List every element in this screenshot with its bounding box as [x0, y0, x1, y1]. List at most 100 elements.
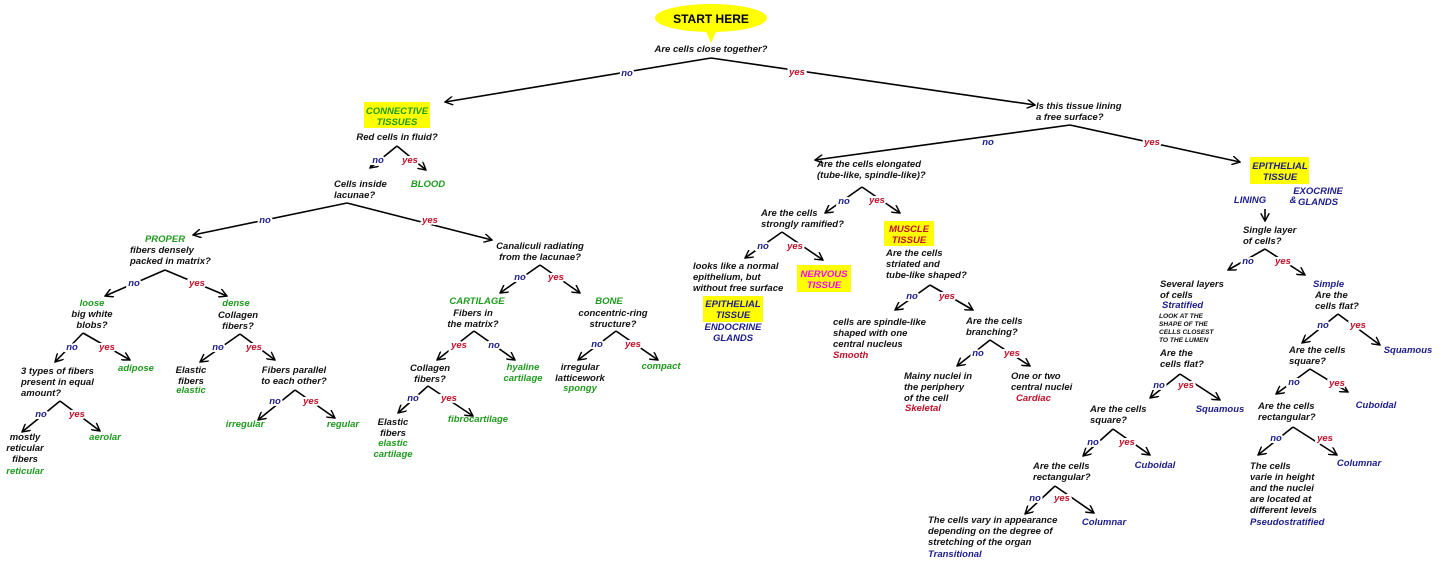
- node-line: structure?: [590, 319, 637, 330]
- node-line: Are the cells: [885, 248, 943, 259]
- node-line: Pseudostratified: [1250, 517, 1325, 528]
- edge-label-yes: yes: [1316, 433, 1333, 444]
- start-bubble: [655, 4, 767, 32]
- decision-edge: no: [1228, 248, 1266, 270]
- node-line: CELLS CLOSEST: [1159, 329, 1215, 336]
- node-line: a free surface?: [1036, 112, 1104, 123]
- node-simple-cuboidal: Cuboidal: [1356, 400, 1397, 411]
- node-skeletal: Skeletal: [905, 403, 941, 414]
- node-line: Squamous: [1384, 345, 1433, 356]
- node-fibrocartilage: fibrocartilage: [448, 414, 509, 425]
- node-line: Mainy nuclei in: [904, 371, 972, 382]
- node-line: the matrix?: [447, 319, 498, 330]
- edge-label-no: no: [66, 342, 78, 353]
- edge-label-no: no: [838, 196, 850, 207]
- edge-label-no: no: [212, 342, 224, 353]
- decision-edge: no: [200, 333, 241, 362]
- arrow-line: [473, 330, 515, 360]
- node-strat-columnar: Columnar: [1082, 517, 1128, 528]
- edge-label-yes: yes: [188, 278, 205, 289]
- node-strat-squamous: Squamous: [1196, 404, 1245, 415]
- node-line: Squamous: [1196, 404, 1245, 415]
- node-pseudo: Pseudostratified: [1250, 517, 1325, 528]
- node-line: Are the: [1159, 348, 1193, 359]
- node-line: fibers?: [414, 374, 446, 385]
- node-line: &: [1290, 195, 1297, 206]
- node-line: are located at: [1250, 494, 1312, 505]
- decision-edge: yes: [294, 389, 335, 418]
- decision-edge: no: [500, 264, 541, 293]
- arrow-line: [957, 339, 991, 366]
- arrow-line: [1264, 248, 1305, 275]
- node-line: compact: [641, 361, 681, 372]
- node-line: Collagen: [410, 363, 450, 374]
- node-line: reticular: [6, 466, 45, 477]
- arrow-line: [105, 269, 166, 296]
- node-line: big white: [71, 309, 113, 320]
- node-line: GLANDS: [713, 333, 754, 344]
- decision-edge: yes: [615, 330, 658, 360]
- edge-label-yes: yes: [868, 195, 885, 206]
- decision-edge: no: [258, 389, 296, 420]
- node-dense: dense: [222, 298, 250, 309]
- decision-edge: no: [370, 145, 398, 168]
- decision-edge: yes: [861, 186, 900, 213]
- node-line: reticular: [6, 443, 45, 454]
- arrow-line: [815, 124, 1071, 160]
- node-line: aerolar: [89, 432, 122, 443]
- node-bone: BONE: [595, 296, 623, 307]
- node-q-red: Red cells in fluid?: [356, 132, 437, 143]
- node-line: Smooth: [833, 350, 869, 361]
- node-line: ENDOCRINE: [704, 322, 762, 333]
- decision-edge: yes: [59, 400, 100, 431]
- node-line: spongy: [563, 383, 597, 394]
- node-line: branching?: [966, 327, 1018, 338]
- decision-edge: yes: [781, 231, 823, 260]
- decision-edge: no: [815, 124, 1071, 160]
- node-compact: compact: [641, 361, 681, 372]
- edge-label-no: no: [591, 339, 603, 350]
- edge-label-yes: yes: [786, 241, 803, 252]
- arrow-line: [929, 284, 973, 310]
- arrow-line: [1150, 373, 1181, 398]
- node-amp: &: [1290, 195, 1297, 206]
- arrow-line: [1258, 426, 1294, 455]
- node-line: Cuboidal: [1135, 460, 1176, 471]
- edge-label-yes: yes: [98, 342, 115, 353]
- node-irregular: irregular: [226, 419, 266, 430]
- arrow-line: [1083, 428, 1114, 456]
- node-line: Single layer: [1243, 225, 1298, 236]
- arrow-line: [1337, 313, 1380, 345]
- node-blood: BLOOD: [411, 179, 445, 190]
- edge-label-no: no: [259, 215, 271, 226]
- decision-edge: yes: [1112, 428, 1150, 455]
- node-adipose: adipose: [118, 363, 155, 374]
- node-line: The cells vary in appearance: [928, 515, 1058, 526]
- node-line: Are the: [1314, 290, 1348, 301]
- node-line: fibers: [178, 376, 204, 387]
- decision-edge: yes: [239, 333, 275, 360]
- node-line: the periphery: [904, 382, 965, 393]
- node-line: GLANDS: [1298, 197, 1339, 208]
- decision-edge: yes: [437, 330, 475, 360]
- edge-label-no: no: [1029, 493, 1041, 504]
- node-line: BLOOD: [411, 179, 445, 190]
- arrow-line: [781, 231, 823, 260]
